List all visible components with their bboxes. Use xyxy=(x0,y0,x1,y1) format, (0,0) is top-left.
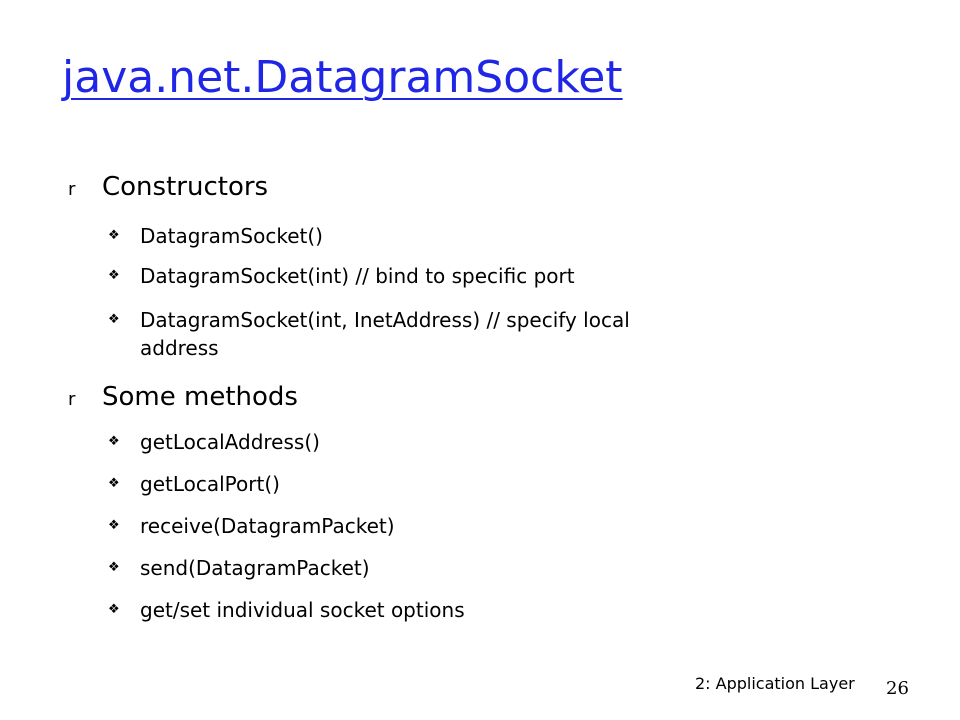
square-bullet-icon: r xyxy=(68,179,76,200)
list-item: ❖ getLocalAddress() xyxy=(108,430,320,454)
list-item: ❖ receive(DatagramPacket) xyxy=(108,514,395,538)
section-label: Some methods xyxy=(102,382,298,412)
diamond-bullet-icon: ❖ xyxy=(108,228,120,243)
footer-label: 2: Application Layer xyxy=(695,674,855,693)
diamond-bullet-icon: ❖ xyxy=(108,268,120,283)
section-constructors: r Constructors ❖ DatagramSocket() ❖ Data… xyxy=(68,172,630,360)
page-number: 26 xyxy=(886,678,909,699)
diamond-bullet-icon: ❖ xyxy=(108,434,120,449)
list-item: ❖ DatagramSocket(int) // bind to specifi… xyxy=(108,264,575,288)
diamond-bullet-icon: ❖ xyxy=(108,312,120,327)
list-item: ❖ getLocalPort() xyxy=(108,472,280,496)
diamond-bullet-icon: ❖ xyxy=(108,518,120,533)
section-label: Constructors xyxy=(102,172,269,202)
list-item: ❖ get/set individual socket options xyxy=(108,598,465,622)
slide-title: java.net.DatagramSocket xyxy=(62,52,623,103)
square-bullet-icon: r xyxy=(68,389,76,410)
list-item: ❖ DatagramSocket() xyxy=(108,224,323,248)
list-item: ❖ DatagramSocket(int, InetAddress) // sp… xyxy=(108,308,630,360)
list-item: ❖ send(DatagramPacket) xyxy=(108,556,370,580)
section-methods: r Some methods ❖ getLocalAddress() ❖ get… xyxy=(68,382,465,622)
diamond-bullet-icon: ❖ xyxy=(108,560,120,575)
diamond-bullet-icon: ❖ xyxy=(108,476,120,491)
diamond-bullet-icon: ❖ xyxy=(108,602,120,617)
